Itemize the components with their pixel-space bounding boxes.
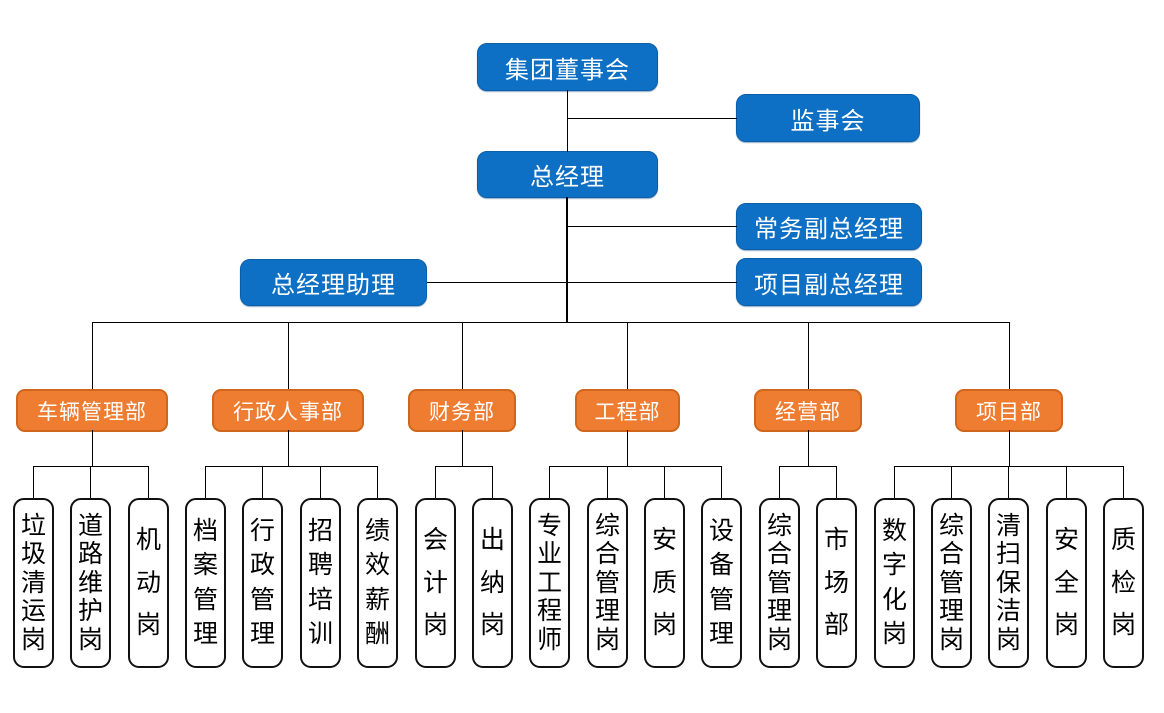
connector-drop-position: [205, 466, 206, 499]
connector-drop-position: [1123, 466, 1124, 499]
position-box: 绩效薪酬: [357, 498, 398, 668]
position-box: 专业工程师: [529, 498, 570, 668]
position-box: 行政管理: [242, 498, 283, 668]
connector-position-bus: [205, 466, 378, 467]
connector-dept-to-bus: [462, 430, 463, 466]
department-vehicle-mgmt: 车辆管理部: [16, 389, 168, 432]
connector-drop-position: [377, 466, 378, 499]
connector-drop-dept: [627, 322, 628, 390]
node-gm-assistant: 总经理助理: [240, 259, 427, 306]
connector-drop-dept: [462, 322, 463, 390]
node-supervisory-board: 监事会: [736, 94, 920, 142]
connector-dept-to-bus: [1009, 430, 1010, 466]
connector-assistant-project-deputy: [427, 282, 737, 283]
connector-position-bus: [435, 466, 493, 467]
connector-drop-dept: [288, 322, 289, 390]
connector-drop-position: [1066, 466, 1067, 499]
connector-drop-position: [492, 466, 493, 499]
connector-drop-position: [951, 466, 952, 499]
position-box: 档案管理: [185, 498, 226, 668]
connector-position-bus: [779, 466, 837, 467]
position-box: 招聘培训: [300, 498, 341, 668]
position-box: 机动岗: [128, 498, 169, 668]
connector-drop-position: [721, 466, 722, 499]
connector-drop-dept: [808, 322, 809, 390]
connector-drop-position: [779, 466, 780, 499]
connector-drop-position: [1008, 466, 1009, 499]
connector-position-bus: [549, 466, 722, 467]
node-board: 集团董事会: [477, 43, 658, 91]
connector-drop-position: [894, 466, 895, 499]
connector-position-bus: [894, 466, 1124, 467]
connector-drop-position: [549, 466, 550, 499]
connector-drop-position: [90, 466, 91, 499]
connector-drop-position: [33, 466, 34, 499]
connector-drop-position: [435, 466, 436, 499]
connector-drop-position: [262, 466, 263, 499]
department-finance: 财务部: [408, 389, 516, 432]
connector-dept-to-bus: [288, 430, 289, 466]
position-box: 安质岗: [644, 498, 685, 668]
position-box: 清扫保洁岗: [988, 498, 1029, 668]
department-project: 项目部: [955, 389, 1063, 432]
position-box: 垃圾清运岗: [13, 498, 54, 668]
position-box: 综合管理岗: [587, 498, 628, 668]
position-box: 综合管理岗: [931, 498, 972, 668]
connector-dept-to-bus: [808, 430, 809, 466]
connector-position-bus: [33, 466, 149, 467]
connector-drop-position: [148, 466, 149, 499]
node-project-deputy-gm: 项目副总经理: [736, 258, 922, 306]
connector-dept-to-bus: [627, 430, 628, 466]
position-box: 设备管理: [701, 498, 742, 668]
position-box: 质检岗: [1103, 498, 1144, 668]
node-general-manager: 总经理: [477, 151, 658, 198]
connector-drop-position: [320, 466, 321, 499]
connector-board-gm: [567, 90, 568, 152]
connector-supervisory: [567, 118, 737, 119]
connector-drop-position: [607, 466, 608, 499]
connector-drop-dept: [92, 322, 93, 390]
connector-drop-position: [664, 466, 665, 499]
position-box: 数字化岗: [874, 498, 915, 668]
node-exec-deputy-gm: 常务副总经理: [736, 203, 922, 250]
connector-gm-spine: [566, 197, 568, 323]
position-box: 市场部: [816, 498, 857, 668]
connector-dept-to-bus: [92, 430, 93, 466]
connector-department-bus: [92, 322, 1010, 323]
department-operations: 经营部: [754, 389, 862, 432]
connector-drop-position: [836, 466, 837, 499]
connector-exec-deputy: [567, 226, 737, 227]
position-box: 出纳岗: [472, 498, 513, 668]
position-box: 安全岗: [1046, 498, 1087, 668]
department-admin-hr: 行政人事部: [212, 389, 364, 432]
position-box: 道路维护岗: [70, 498, 111, 668]
position-box: 综合管理岗: [759, 498, 800, 668]
department-engineering: 工程部: [575, 389, 680, 432]
connector-drop-dept: [1009, 322, 1010, 390]
position-box: 会计岗: [415, 498, 456, 668]
